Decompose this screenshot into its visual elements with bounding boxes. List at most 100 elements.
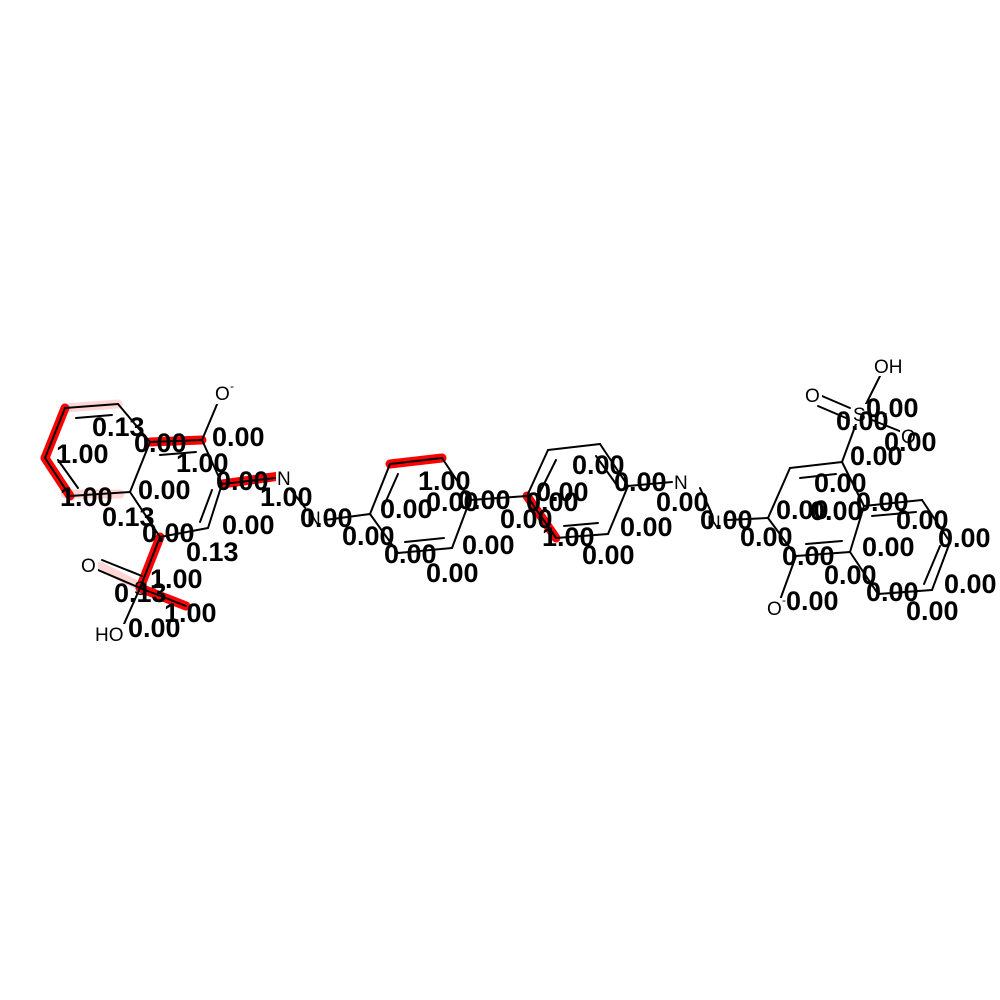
weight-label: 0.00 [138,475,191,505]
bond [547,443,601,451]
bond [199,489,213,523]
bond [451,499,471,549]
atom-o-minus: O [215,384,230,405]
weight-label: 0.00 [850,441,903,471]
bond [871,419,903,433]
bond [369,513,399,554]
bond [441,457,471,501]
bond [841,423,857,463]
weight-label: 0.00 [906,596,959,626]
bond [44,407,66,459]
bond-skeleton [44,375,951,625]
weight-label: 0.00 [866,577,919,607]
weight-label: 0.00 [426,487,479,517]
weight-label: 1.00 [56,439,109,469]
atom-charge: - [782,593,786,607]
weight-label: 0.00 [426,558,479,588]
weight-label: 0.00 [342,521,395,551]
atom-hydroxyl: HO [95,625,124,646]
atom-charge: - [230,379,234,393]
bond [563,522,599,527]
weight-label: 0.00 [786,586,839,616]
atom-oxygen: O [81,556,96,577]
atom-nitrogen: N [307,509,321,530]
bond [129,491,161,538]
weight-label: 0.00 [866,393,919,423]
bond [767,517,797,557]
bond [849,551,879,595]
bond [595,455,617,485]
weight-label: 0.00 [458,485,511,515]
bond [799,473,837,479]
bond [75,414,113,419]
bond [871,511,917,517]
weight-label: 0.00 [620,512,673,542]
bond [863,499,923,507]
atom-labels: O - N N O S HO N N OH O S O O - [80,356,918,646]
weight-label: 0.00 [462,530,515,560]
weight-label: 0.13 [186,537,239,567]
bond [139,587,187,607]
bond [381,473,399,511]
bond [865,375,881,405]
bond [117,403,151,443]
weight-label: 0.00 [814,468,867,498]
weight-label: 0.00 [526,487,579,517]
weight-label: 0.00 [500,504,553,534]
weight-label: 0.00 [582,540,635,570]
weight-label: 0.00 [536,477,589,507]
bond [97,569,141,589]
atom-oxygen: O [805,386,820,407]
weight-label: 0.00 [700,505,753,535]
bond [201,439,223,485]
bond [627,481,673,487]
atom-nitrogen: N [707,513,721,534]
weight-label: 1.00 [542,522,595,552]
bond [817,405,847,419]
weight-label: 0.00 [782,541,835,571]
weight-label: 0.00 [824,560,877,590]
hl-bond-light [95,561,140,589]
bond [607,485,629,535]
weight-label: 0.00 [134,428,187,458]
bond [57,459,79,489]
weight-label: 0.00 [896,505,949,535]
weight-label: 1.00 [164,598,217,628]
weight-label: 0.00 [776,495,829,525]
bond [129,441,151,493]
weight-labels: 0.13 1.00 0.00 0.00 1.00 1.00 0.00 0.13 … [56,393,997,643]
bond [727,517,769,521]
atom-sulfur: S [134,579,147,600]
bond [805,540,843,545]
weight-label: 0.00 [572,450,625,480]
weight-label: 0.00 [810,496,863,526]
bond [849,505,865,553]
atom-nitrogen: N [277,469,291,490]
bond [404,537,445,543]
bond [123,587,141,625]
weight-label: 0.00 [212,422,265,452]
bond [149,439,203,443]
bond [789,461,843,469]
weight-label: 0.00 [614,467,667,497]
bond [64,403,119,409]
weight-label: 0.00 [216,466,269,496]
weight-label: 0.00 [944,569,997,599]
bond [201,401,219,441]
bond [923,545,941,585]
bond [207,483,223,529]
atom-o-minus: O [767,599,782,620]
bond [324,513,371,521]
bond [159,451,197,456]
bond [821,395,851,409]
bond [877,589,933,595]
bond [159,527,209,538]
atom-nitrogen: N [674,473,688,494]
bond [469,495,528,501]
weight-label: 0.00 [862,532,915,562]
bond [921,499,951,543]
bond [101,559,143,577]
bond [139,536,161,589]
weight-label: 0.13 [102,502,155,532]
bond [779,555,797,601]
